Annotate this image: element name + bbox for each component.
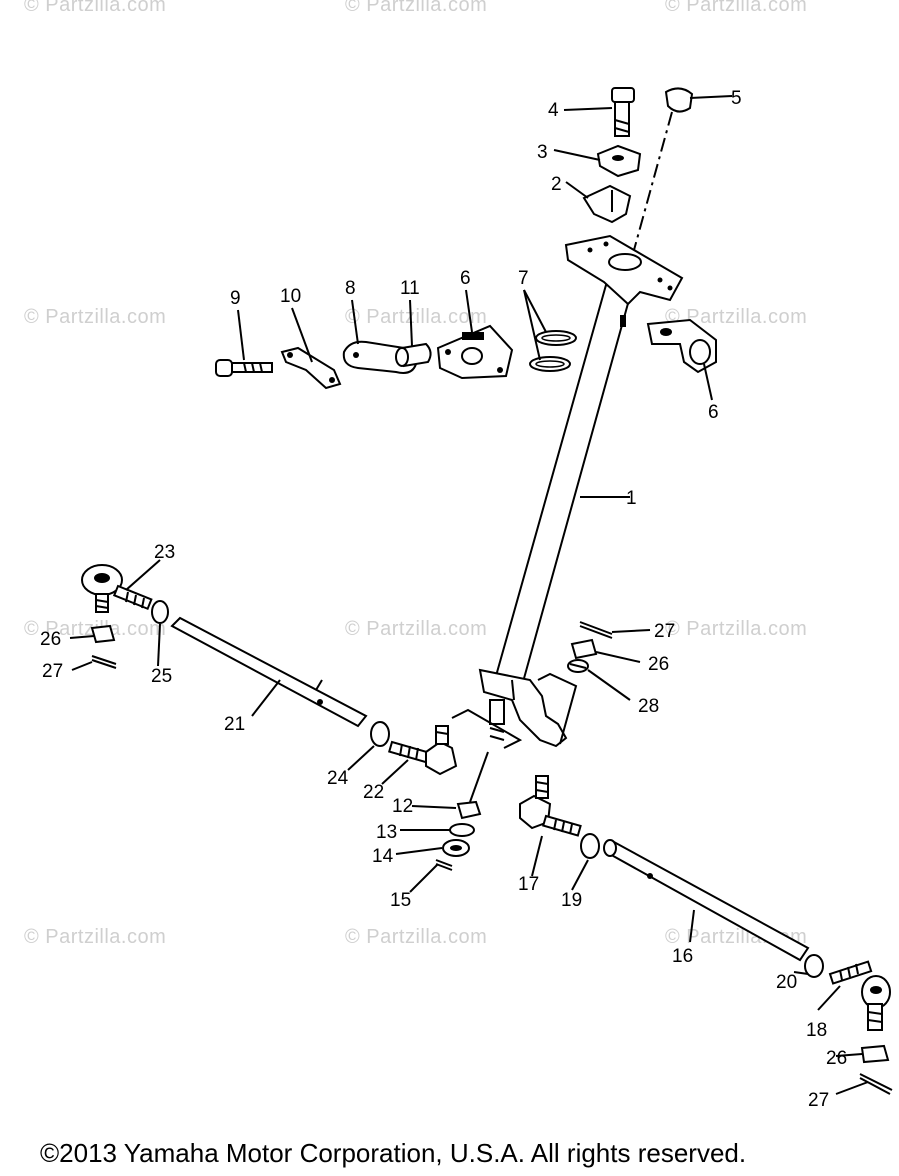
callout-label: 14 (372, 846, 394, 867)
callout-label: 17 (518, 874, 539, 895)
watermark: © Partzilla.com (24, 926, 167, 948)
part-pitman-arm (478, 668, 568, 748)
callouts: 1 2 3 4 5 6 6 7 8 9 10 11 12 13 14 15 16… (40, 88, 847, 1111)
part-cotter-pin-27-right-lower (859, 1073, 893, 1095)
callout-label: 4 (548, 100, 559, 121)
callout-label: 3 (537, 142, 548, 163)
part-tie-rod-end-18 (828, 960, 891, 1031)
part-nut-20 (804, 954, 824, 978)
part-nut-25 (151, 600, 169, 624)
callout-label: 20 (776, 972, 797, 993)
part-nut-12 (456, 800, 482, 820)
watermark: © Partzilla.com (345, 926, 488, 948)
callout-label: 18 (806, 1020, 827, 1041)
part-washer-13 (449, 823, 475, 837)
callout-label: 6 (708, 402, 719, 423)
callout-label: 27 (808, 1090, 829, 1111)
callout-label: 11 (400, 278, 420, 299)
part-nut-26-upper (570, 638, 598, 660)
part-tie-rod-end-22 (388, 725, 458, 776)
part-tie-rod-right-16 (603, 839, 810, 962)
part-bolt-9 (215, 359, 273, 377)
callout-label: 8 (345, 278, 356, 299)
part-holder-2 (582, 184, 632, 224)
callout-label: 6 (460, 268, 471, 289)
part-lock-washer-10 (280, 346, 342, 390)
part-nut-26-left (90, 624, 116, 644)
watermark: © Partzilla.com (665, 306, 808, 328)
callout-label: 27 (654, 621, 675, 642)
part-bolt-4 (611, 87, 635, 137)
callout-label: 13 (376, 822, 397, 843)
part-upper-bracket (564, 234, 684, 306)
callout-label: 26 (826, 1048, 847, 1069)
watermark: © Partzilla.com (24, 306, 167, 328)
watermark: © Partzilla.com (345, 306, 488, 328)
part-spacer-14 (442, 839, 470, 857)
callout-label: 22 (363, 782, 384, 803)
part-tie-rod-end-17 (519, 775, 582, 837)
part-washer-28 (567, 659, 589, 673)
callout-label: 15 (390, 890, 411, 911)
callout-label: 24 (327, 768, 349, 789)
callout-label: 12 (392, 796, 413, 817)
part-bearing-holder-6-left (436, 324, 514, 380)
callout-label: 26 (40, 629, 61, 650)
alignment-lines (451, 672, 578, 803)
callout-label: 26 (648, 654, 669, 675)
callout-label: 16 (672, 946, 693, 967)
callout-label: 5 (731, 88, 742, 109)
part-cotter-pin-27-left (91, 655, 117, 669)
callout-label: 10 (280, 286, 301, 307)
part-tie-rod-left-21 (170, 616, 368, 728)
part-cotter-pin-15 (435, 859, 453, 871)
callout-label: 23 (154, 542, 175, 563)
callout-label: 19 (561, 890, 582, 911)
part-nut-24 (370, 721, 390, 747)
callout-label: 21 (224, 714, 245, 735)
callout-label: 25 (151, 666, 172, 687)
part-seal-7 (529, 330, 577, 372)
copyright-notice: ©2013 Yamaha Motor Corporation, U.S.A. A… (40, 1138, 747, 1168)
leader-lines (69, 95, 869, 1095)
callout-label: 27 (42, 661, 63, 682)
part-holder-3 (596, 144, 642, 178)
callout-label: 28 (638, 696, 659, 717)
watermark: © Partzilla.com (24, 0, 167, 16)
part-collar-11 (395, 342, 432, 368)
part-bearing-holder-6-right (646, 318, 717, 374)
part-cap-5 (664, 87, 694, 113)
callout-label: 7 (518, 268, 529, 289)
part-tie-rod-end-23 (81, 564, 153, 613)
watermark: © Partzilla.com (665, 0, 808, 16)
part-nut-26-right-lower (860, 1044, 890, 1064)
part-cotter-pin-27-upper (579, 621, 613, 639)
callout-label: 1 (626, 488, 637, 509)
watermark: © Partzilla.com (345, 618, 488, 640)
callout-label: 9 (230, 288, 241, 309)
callout-label: 2 (551, 174, 562, 195)
watermark: © Partzilla.com (665, 618, 808, 640)
watermark: © Partzilla.com (345, 0, 488, 16)
part-nut-19 (580, 833, 600, 859)
